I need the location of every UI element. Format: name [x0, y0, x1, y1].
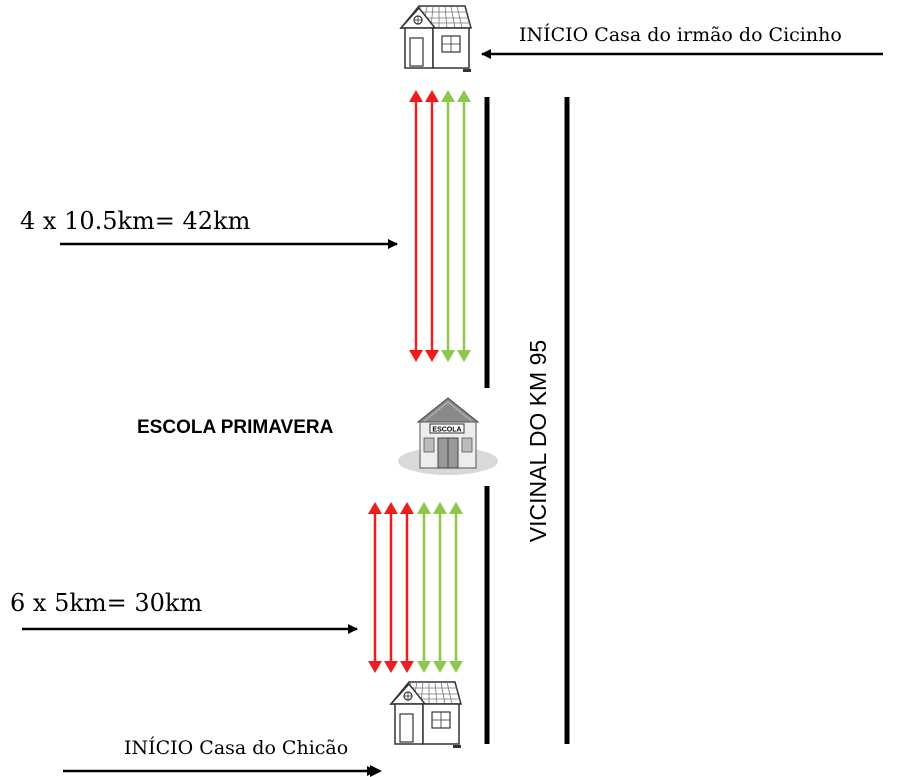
lower-trip-arrows — [368, 502, 463, 673]
lower-distance-label: 6 x 5km= 30km — [10, 589, 203, 617]
school-sign-text: ESCOLA — [432, 427, 461, 434]
top-start-label: INÍCIO Casa do irmão do Cicinho — [519, 24, 842, 46]
bottom-start-label: INÍCIO Casa do Chicão — [124, 737, 349, 759]
road-name-label: VICINAL DO KM 95 — [525, 339, 551, 543]
school-building-icon: ESCOLA — [398, 397, 498, 475]
school-name-label: ESCOLA PRIMAVERA — [137, 417, 334, 438]
bottom-start-pointer-arrowhead-2 — [370, 765, 382, 777]
upper-distance-label: 4 x 10.5km= 42km — [20, 207, 251, 235]
top-house-icon — [394, 1, 476, 75]
bottom-house-icon — [384, 677, 466, 751]
upper-trip-arrows — [409, 90, 471, 362]
